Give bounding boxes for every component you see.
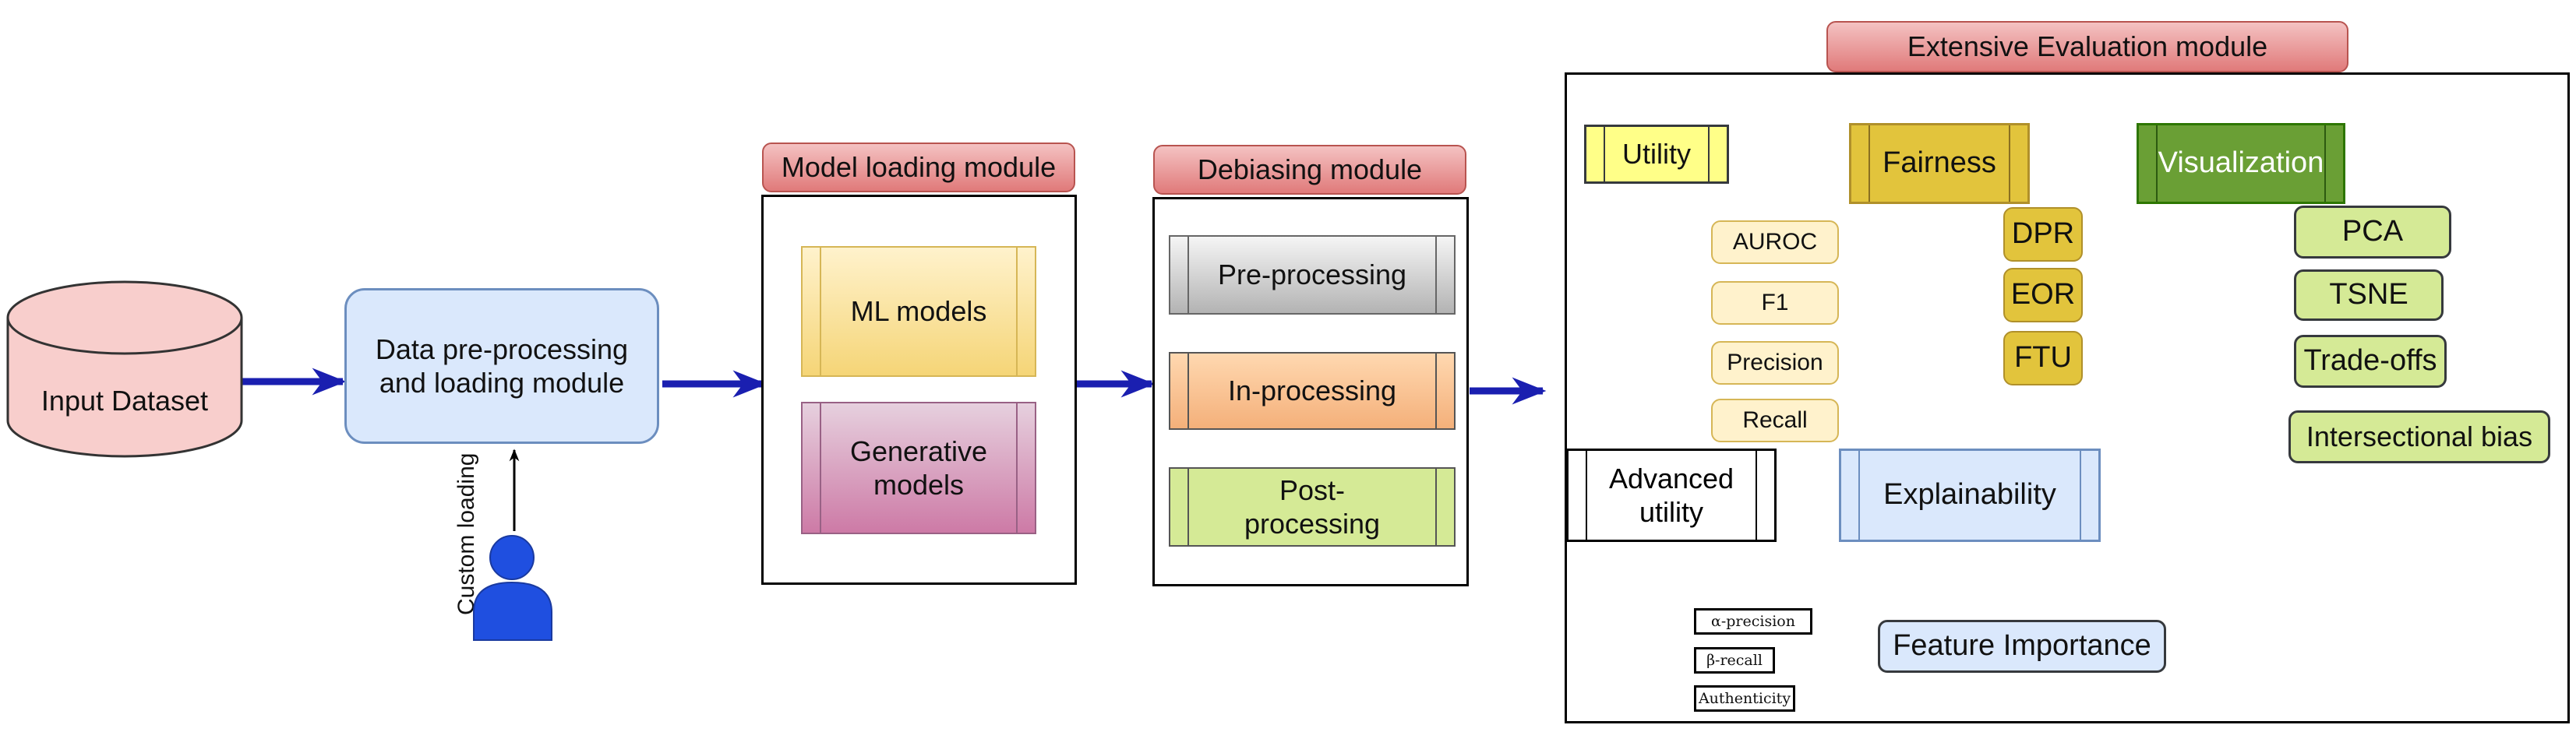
visualization-item-label: TSNE bbox=[2329, 278, 2408, 311]
explainability-box: Explainability bbox=[1839, 449, 2101, 542]
fairness-label: Fairness bbox=[1883, 146, 1996, 180]
input-dataset-label: Input Dataset bbox=[41, 385, 209, 417]
fairness-item-dpr: DPR bbox=[2003, 207, 2083, 262]
advanced-utility-item-label: α-precision bbox=[1711, 612, 1795, 630]
model-loading-title: Model loading module bbox=[762, 143, 1075, 192]
utility-label: Utility bbox=[1622, 138, 1691, 171]
user-icon bbox=[471, 534, 556, 643]
cylinder-shape bbox=[6, 280, 243, 458]
ml-models-box: ML models bbox=[801, 246, 1036, 377]
in-processing-label: In-processing bbox=[1227, 375, 1397, 407]
fairness-item-label: FTU bbox=[2014, 341, 2072, 375]
evaluation-title-text: Extensive Evaluation module bbox=[1907, 30, 2268, 63]
fairness-item-label: DPR bbox=[2011, 217, 2075, 251]
visualization-item-trade-offs: Trade-offs bbox=[2294, 335, 2447, 388]
advanced-utility-item-label: β-recall bbox=[1706, 651, 1763, 669]
pre-processing-label: Pre-processing bbox=[1217, 259, 1407, 291]
fairness-item-label: EOR bbox=[2010, 278, 2076, 311]
advanced-utility-item-authenticity: Authenticity bbox=[1694, 685, 1795, 712]
utility-item-recall: Recall bbox=[1711, 399, 1839, 442]
feature-importance-label: Feature Importance bbox=[1893, 629, 2151, 663]
debiasing-title-text: Debiasing module bbox=[1197, 153, 1423, 186]
utility-item-label: AUROC bbox=[1732, 229, 1818, 255]
utility-box: Utility bbox=[1584, 125, 1729, 184]
visualization-label: Visualization bbox=[2158, 146, 2324, 180]
data-preprocessing-label: Data pre-processing and loading module bbox=[375, 333, 629, 399]
evaluation-title: Extensive Evaluation module bbox=[1826, 21, 2348, 72]
advanced-utility-item-alpha-precision: α-precision bbox=[1694, 608, 1812, 635]
explainability-label: Explainability bbox=[1883, 478, 2056, 512]
input-dataset-cylinder: Input Dataset bbox=[6, 280, 243, 459]
fairness-box: Fairness bbox=[1849, 123, 2030, 204]
visualization-item-pca: PCA bbox=[2294, 206, 2451, 259]
visualization-item-intersectional-bias: Intersectional bias bbox=[2288, 410, 2550, 463]
pre-processing-box: Pre-processing bbox=[1169, 235, 1456, 315]
utility-item-label: Precision bbox=[1727, 350, 1823, 375]
utility-item-label: Recall bbox=[1742, 407, 1808, 433]
post-processing-box: Post-processing bbox=[1169, 467, 1456, 547]
visualization-item-label: Trade-offs bbox=[2303, 344, 2437, 378]
visualization-item-label: Intersectional bias bbox=[2306, 421, 2533, 453]
data-preprocessing-module: Data pre-processing and loading module bbox=[344, 288, 659, 444]
in-processing-box: In-processing bbox=[1169, 352, 1456, 430]
ml-models-label: ML models bbox=[850, 295, 987, 328]
debiasing-title: Debiasing module bbox=[1153, 145, 1466, 195]
utility-item-label: F1 bbox=[1761, 290, 1789, 315]
feature-importance-box: Feature Importance bbox=[1878, 620, 2166, 673]
advanced-utility-item-label: Authenticity bbox=[1698, 689, 1791, 707]
utility-item-f1: F1 bbox=[1711, 281, 1839, 325]
advanced-utility-box: Advanced utility bbox=[1566, 449, 1777, 542]
visualization-item-label: PCA bbox=[2341, 215, 2404, 248]
post-processing-label: Post-processing bbox=[1244, 473, 1381, 540]
model-loading-title-text: Model loading module bbox=[781, 151, 1057, 184]
generative-models-label: Generative models bbox=[849, 435, 988, 501]
advanced-utility-label: Advanced utility bbox=[1608, 462, 1734, 528]
advanced-utility-item-beta-recall: β-recall bbox=[1694, 647, 1775, 674]
visualization-box: Visualization bbox=[2137, 123, 2345, 204]
utility-item-auroc: AUROC bbox=[1711, 220, 1839, 264]
utility-item-precision: Precision bbox=[1711, 341, 1839, 385]
generative-models-box: Generative models bbox=[801, 402, 1036, 534]
fairness-item-eor: EOR bbox=[2003, 268, 2083, 322]
fairness-item-ftu: FTU bbox=[2003, 331, 2083, 385]
visualization-item-tsne: TSNE bbox=[2294, 269, 2444, 321]
